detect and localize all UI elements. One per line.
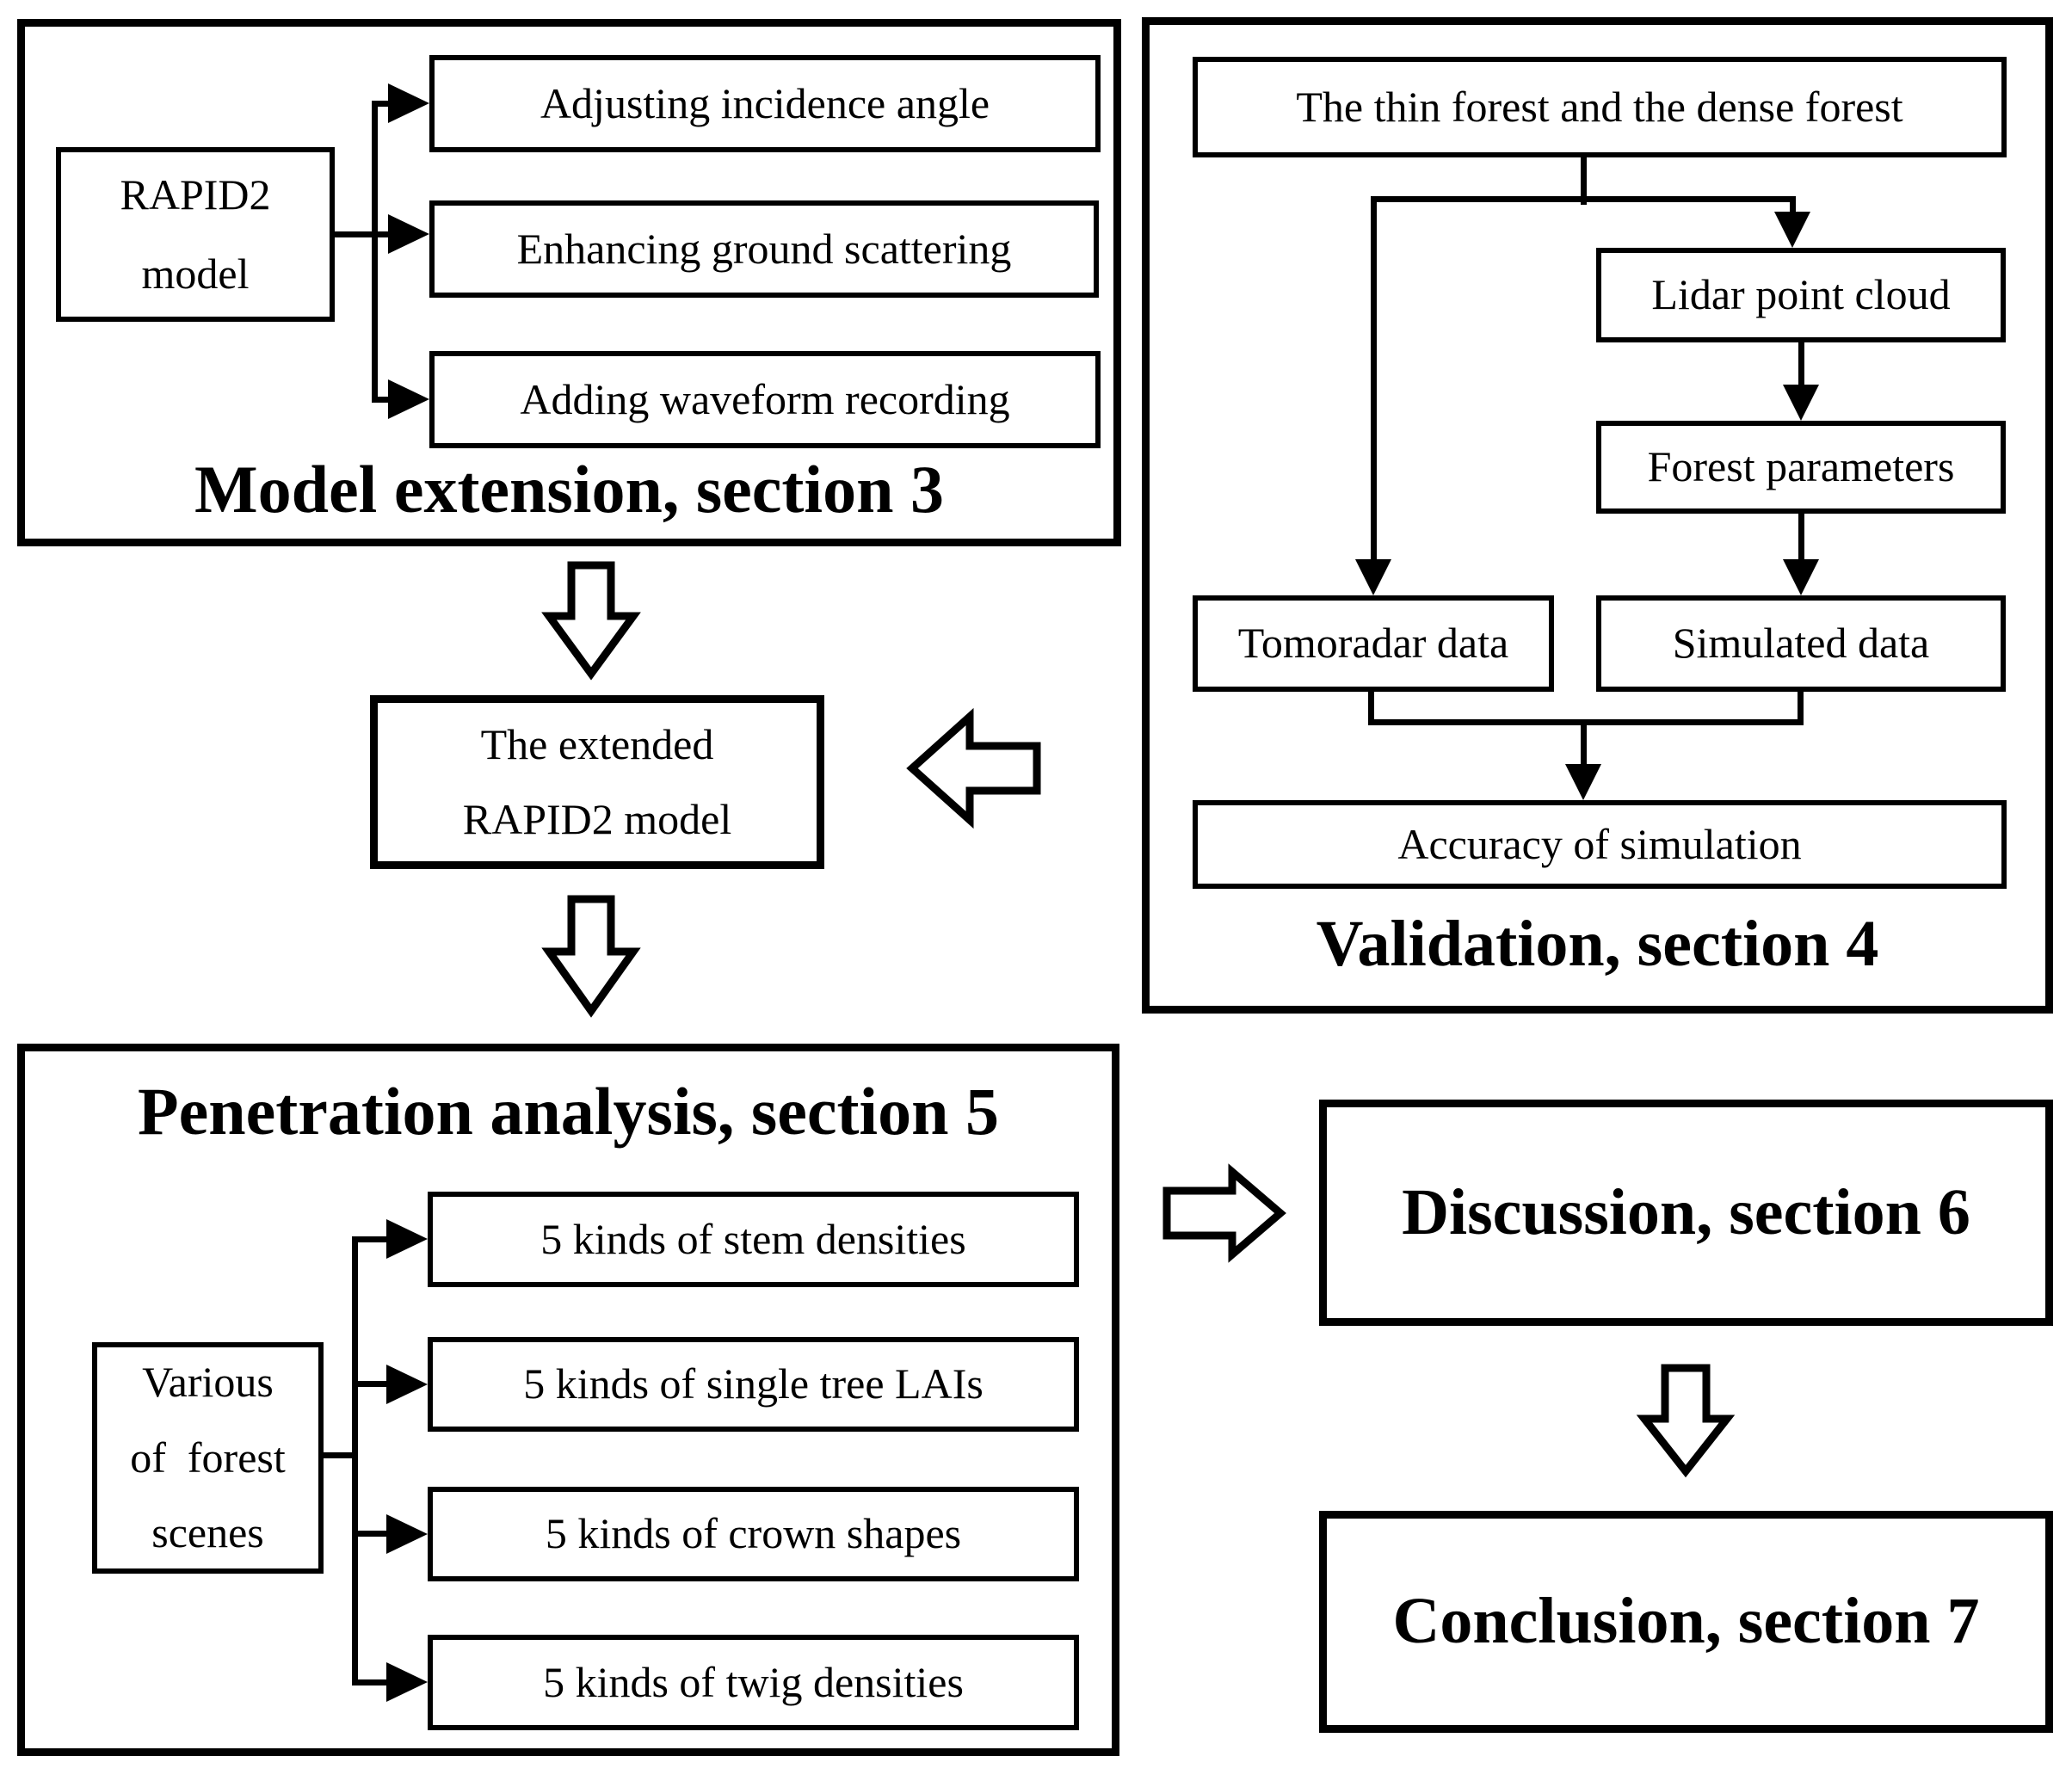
- simulated-data-box: Simulated data: [1596, 595, 2006, 692]
- rapid2-model-line1: RAPID2: [120, 170, 271, 219]
- flow-line: [372, 101, 378, 403]
- flow-line: [1371, 196, 1796, 202]
- flow-line: [1790, 196, 1796, 217]
- arrowhead-down-icon: [1565, 764, 1601, 800]
- single-tree-lais-box: 5 kinds of single tree LAIs: [428, 1337, 1079, 1432]
- flow-line: [324, 1452, 358, 1458]
- model-extension-title: Model extension, section 3: [194, 452, 944, 527]
- flow-line: [1368, 719, 1804, 725]
- flow-line: [358, 1679, 392, 1685]
- extended-rapid2-line2: RAPID2 model: [462, 795, 732, 843]
- tomoradar-data-box: Tomoradar data: [1193, 595, 1554, 692]
- arrowhead-down-icon: [1774, 212, 1810, 248]
- stem-densities-label: 5 kinds of stem densities: [540, 1214, 966, 1263]
- stem-densities-box: 5 kinds of stem densities: [428, 1192, 1079, 1287]
- adding-waveform-recording-box: Adding waveform recording: [429, 351, 1101, 448]
- flow-line: [1798, 692, 1804, 725]
- arrowhead-right-icon: [386, 1365, 428, 1404]
- extended-rapid2-line1: The extended: [480, 719, 714, 768]
- validation-title: Validation, section 4: [1316, 908, 1879, 980]
- discussion-box: Discussion, section 6: [1319, 1100, 2053, 1326]
- adjusting-incidence-angle-box: Adjusting incidence angle: [429, 55, 1101, 152]
- block-arrow-left-icon: [906, 707, 1041, 829]
- forest-parameters-label: Forest parameters: [1647, 442, 1955, 491]
- single-tree-lais-label: 5 kinds of single tree LAIs: [523, 1359, 984, 1408]
- discussion-label: Discussion, section 6: [1402, 1175, 1970, 1248]
- arrowhead-right-icon: [386, 1219, 428, 1259]
- flow-line: [352, 1236, 358, 1685]
- various-forest-scenes-box: Various of forest scenes: [92, 1342, 324, 1574]
- flow-line: [1581, 725, 1587, 767]
- arrowhead-down-icon: [1783, 385, 1819, 421]
- various-forest-scenes-line3: scenes: [151, 1508, 264, 1557]
- adjusting-incidence-angle-label: Adjusting incidence angle: [540, 78, 990, 127]
- arrowhead-right-icon: [388, 379, 429, 419]
- block-arrow-down-icon: [541, 561, 641, 681]
- various-forest-scenes-line1: Various: [142, 1358, 274, 1407]
- arrowhead-right-icon: [386, 1662, 428, 1702]
- enhancing-ground-scattering-box: Enhancing ground scattering: [429, 200, 1099, 298]
- adding-waveform-recording-label: Adding waveform recording: [520, 374, 1010, 423]
- twig-densities-box: 5 kinds of twig densities: [428, 1635, 1079, 1730]
- flow-line: [374, 101, 393, 107]
- crown-shapes-box: 5 kinds of crown shapes: [428, 1487, 1079, 1581]
- lidar-point-cloud-box: Lidar point cloud: [1596, 248, 2006, 342]
- arrowhead-down-icon: [1355, 559, 1391, 595]
- extended-rapid2-model-box: The extended RAPID2 model: [370, 695, 824, 869]
- forest-parameters-box: Forest parameters: [1596, 421, 2006, 514]
- flow-line: [335, 231, 393, 237]
- arrowhead-down-icon: [1783, 559, 1819, 595]
- arrowhead-right-icon: [386, 1514, 428, 1554]
- accuracy-of-simulation-label: Accuracy of simulation: [1397, 819, 1802, 868]
- flow-line: [1798, 342, 1804, 388]
- lidar-point-cloud-label: Lidar point cloud: [1651, 270, 1951, 319]
- thin-dense-forest-box: The thin forest and the dense forest: [1193, 57, 2007, 157]
- conclusion-label: Conclusion, section 7: [1392, 1585, 1980, 1658]
- block-arrow-down-icon: [1636, 1364, 1736, 1478]
- accuracy-of-simulation-box: Accuracy of simulation: [1193, 800, 2007, 889]
- simulated-data-label: Simulated data: [1672, 619, 1930, 668]
- arrowhead-right-icon: [388, 83, 429, 123]
- flow-line: [358, 1236, 392, 1242]
- flow-line: [1368, 692, 1374, 725]
- flow-line: [358, 1381, 392, 1387]
- various-forest-scenes-line2: of forest: [130, 1433, 286, 1482]
- enhancing-ground-scattering-label: Enhancing ground scattering: [516, 224, 1012, 273]
- arrowhead-right-icon: [388, 214, 429, 254]
- penetration-analysis-title: Penetration analysis, section 5: [138, 1074, 999, 1149]
- crown-shapes-label: 5 kinds of crown shapes: [545, 1509, 962, 1558]
- block-arrow-down-icon: [541, 895, 641, 1018]
- flow-line: [1371, 196, 1377, 564]
- thin-dense-forest-label: The thin forest and the dense forest: [1296, 82, 1903, 131]
- tomoradar-data-label: Tomoradar data: [1237, 619, 1509, 668]
- flow-line: [374, 397, 393, 403]
- conclusion-box: Conclusion, section 7: [1319, 1511, 2053, 1733]
- block-arrow-right-icon: [1162, 1163, 1286, 1263]
- twig-densities-label: 5 kinds of twig densities: [543, 1657, 964, 1706]
- rapid2-model-line2: model: [141, 249, 250, 298]
- flow-line: [1581, 157, 1587, 205]
- rapid2-model-box: RAPID2 model: [56, 147, 335, 322]
- flow-line: [1798, 514, 1804, 563]
- flow-line: [358, 1531, 392, 1537]
